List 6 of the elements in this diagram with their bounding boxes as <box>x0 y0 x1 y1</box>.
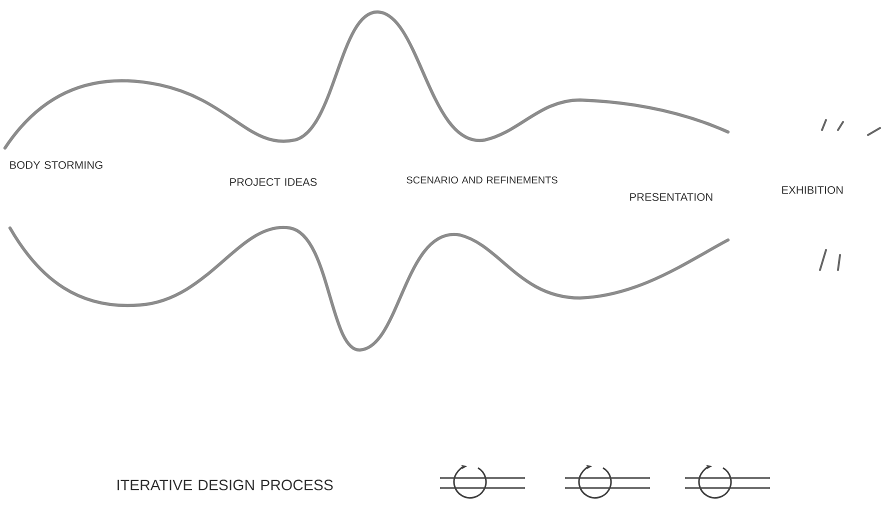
stage-label: EXHIBITION <box>782 186 843 194</box>
stage-label: SCENARIO AND REFINEMENTS <box>406 176 558 184</box>
stage-label: PRESENTATION <box>630 193 712 201</box>
stage-label: PROJECT IDEAS <box>230 178 317 186</box>
stage-label: ITERATIVE DESIGN PROCESS <box>118 480 333 490</box>
stage-label: BODY STORMING <box>10 161 102 169</box>
